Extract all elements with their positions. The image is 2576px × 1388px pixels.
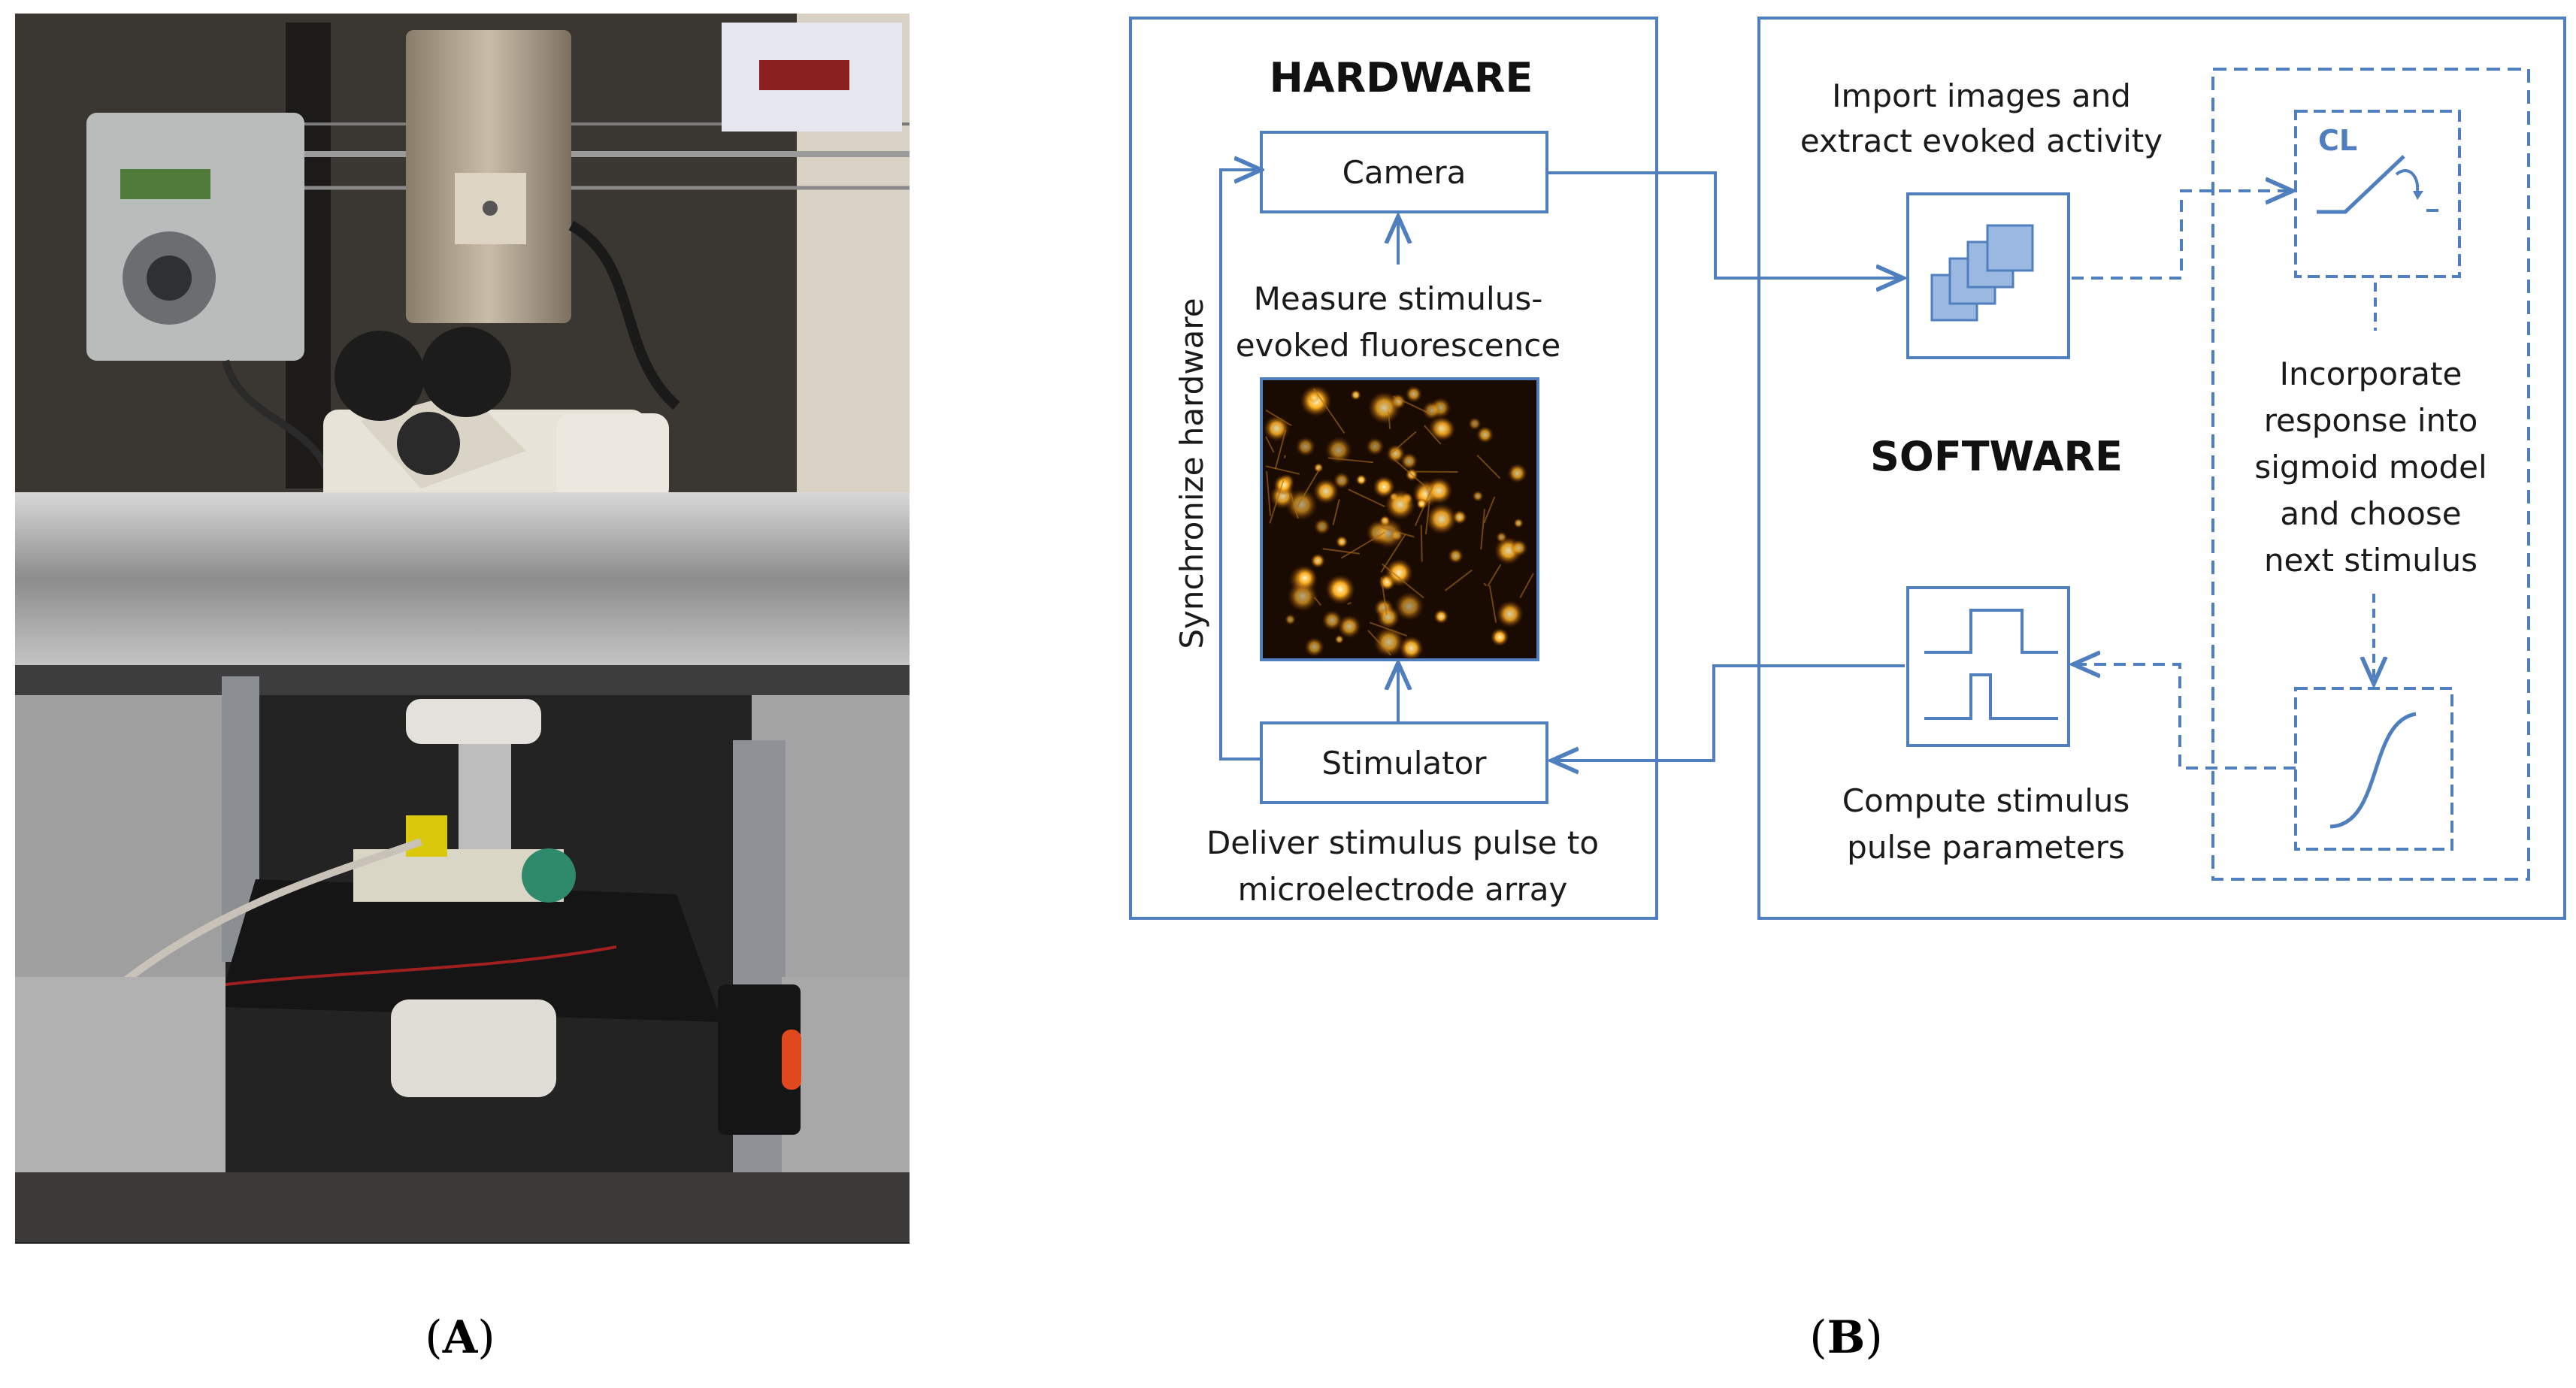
neuron-glow bbox=[1511, 540, 1528, 557]
neuron-glow bbox=[1294, 567, 1317, 590]
sigmoid-icon bbox=[2330, 714, 2416, 827]
import-label-1: Import images and bbox=[1832, 77, 2131, 114]
neuron-glow bbox=[1394, 591, 1424, 621]
neuron-glow bbox=[1285, 614, 1296, 625]
measure-label-2: evoked fluorescence bbox=[1236, 327, 1560, 364]
compute-to-stimulator-arrow bbox=[1554, 666, 1905, 761]
neuron-glow bbox=[1399, 636, 1423, 660]
neuron-glow bbox=[1428, 416, 1454, 441]
incorporate-label-3: sigmoid model bbox=[2254, 449, 2487, 485]
deliver-label-2: microelectrode array bbox=[1238, 871, 1568, 908]
neuron-glow bbox=[1426, 503, 1457, 534]
neuron-glow bbox=[1448, 548, 1464, 564]
compute-label-2: pulse parameters bbox=[1847, 829, 2125, 866]
import-to-cl-arrow bbox=[2072, 191, 2290, 278]
import-label-2: extract evoked activity bbox=[1800, 122, 2163, 159]
neuron-glow bbox=[1273, 475, 1294, 495]
pulse-icon bbox=[1924, 610, 2058, 718]
hardware-title: HARDWARE bbox=[1270, 54, 1533, 101]
neuron-glow bbox=[1305, 637, 1324, 657]
neurite bbox=[1421, 525, 1422, 562]
neuron-glow bbox=[1452, 510, 1467, 525]
neuron-glow bbox=[1406, 386, 1422, 402]
neuron-glow bbox=[1508, 464, 1527, 483]
neuron-glow bbox=[1336, 536, 1348, 548]
incorporate-label-4: and choose bbox=[2280, 495, 2461, 532]
caption-b: (B) bbox=[1809, 1311, 1883, 1364]
sync-loop-arrow bbox=[1221, 170, 1261, 759]
fluorescence-image bbox=[1263, 380, 1536, 661]
neuron-glow bbox=[1434, 609, 1448, 624]
neuron-glow bbox=[1333, 472, 1350, 488]
neuron-glow bbox=[1314, 519, 1330, 535]
measure-label-1: Measure stimulus- bbox=[1254, 280, 1543, 317]
neuron-glow bbox=[1425, 477, 1452, 504]
synchronize-label: Synchronize hardware bbox=[1173, 298, 1210, 649]
neuron-glow bbox=[1264, 416, 1290, 442]
neuron-glow bbox=[1338, 615, 1361, 638]
sigmoid-to-compute-arrow bbox=[2076, 664, 2296, 768]
incorporate-label-2: response into bbox=[2264, 402, 2478, 439]
stimulator-label: Stimulator bbox=[1321, 745, 1487, 782]
neuron-glow bbox=[1491, 628, 1509, 646]
camera-to-import-arrow bbox=[1547, 173, 1900, 278]
neuron-glow bbox=[1514, 519, 1524, 528]
incorporate-label-1: Incorporate bbox=[2280, 355, 2462, 392]
neuron-glow bbox=[1385, 558, 1413, 586]
sigmoid-icon-box bbox=[2296, 688, 2452, 849]
deliver-label-1: Deliver stimulus pulse to bbox=[1206, 824, 1599, 861]
neuron-glow bbox=[1366, 437, 1384, 455]
caption-a: (A) bbox=[425, 1311, 495, 1364]
camera-label: Camera bbox=[1342, 154, 1467, 191]
image-stack-icon bbox=[1932, 225, 2033, 320]
neuron-glow bbox=[1476, 426, 1494, 443]
cl-label: CL bbox=[2318, 124, 2357, 157]
neuron-glow bbox=[1335, 635, 1344, 644]
neuron-glow bbox=[1473, 491, 1484, 502]
neuron-glow bbox=[1325, 575, 1355, 604]
neuron-glow bbox=[1296, 437, 1315, 456]
neuron-glow bbox=[1497, 600, 1524, 627]
neuron-glow bbox=[1368, 392, 1400, 424]
cl-icon bbox=[2317, 156, 2438, 212]
incorporate-label-5: next stimulus bbox=[2264, 542, 2478, 579]
neuron-glow bbox=[1385, 489, 1415, 519]
neuron-glow bbox=[1311, 553, 1325, 567]
compute-label-1: Compute stimulus bbox=[1842, 782, 2130, 819]
neuron-glow bbox=[1468, 417, 1481, 430]
lab-setup-photo bbox=[15, 14, 910, 1244]
software-title: SOFTWARE bbox=[1870, 433, 2123, 480]
neuron-glow bbox=[1351, 390, 1361, 401]
neuron-glow bbox=[1356, 474, 1367, 485]
